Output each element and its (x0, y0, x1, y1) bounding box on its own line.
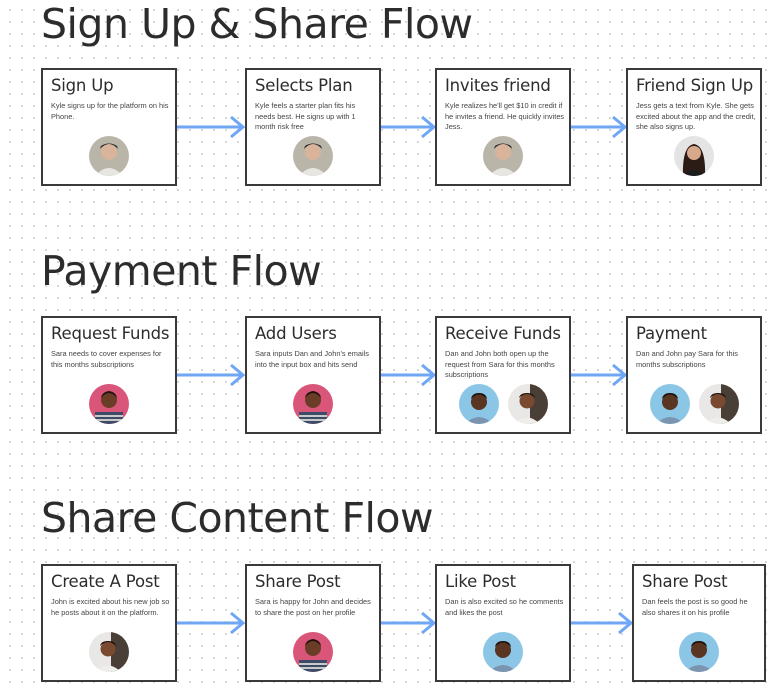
section-title-share-content: Share Content Flow (41, 494, 434, 542)
card-title: Invites friend (445, 76, 551, 95)
card-title: Request Funds (51, 324, 170, 343)
flow-arrow-icon (571, 363, 627, 387)
flow-card-friend-sign-up[interactable]: Friend Sign Up Jess gets a text from Kyl… (626, 68, 762, 186)
card-title: Create A Post (51, 572, 160, 591)
section-title-payment: Payment Flow (41, 247, 322, 295)
card-description: Jess gets a text from Kyle. She gets exc… (636, 101, 756, 131)
card-description: Sara needs to cover expenses for this mo… (51, 349, 162, 369)
card-title: Receive Funds (445, 324, 561, 343)
avatar-dan (649, 384, 690, 424)
flow-card-share-post-dan[interactable]: Share Post Dan feels the post is so good… (632, 564, 766, 682)
card-title: Payment (636, 324, 707, 343)
card-title: Share Post (642, 572, 728, 591)
flow-card-selects-plan[interactable]: Selects Plan Kyle feels a starter plan f… (245, 68, 381, 186)
card-description: Sara is happy for John and decides to sh… (255, 597, 371, 617)
flow-card-receive-funds[interactable]: Receive Funds Dan and John both open up … (435, 316, 571, 434)
flow-arrow-icon (381, 611, 436, 635)
avatar-sara (293, 384, 333, 424)
card-title: Like Post (445, 572, 516, 591)
card-description: Dan and John both open up the request fr… (445, 349, 555, 379)
avatar-sara (293, 632, 333, 672)
card-description: Dan feels the post is so good he also sh… (642, 597, 748, 617)
avatar-kyle (483, 136, 523, 176)
avatar-sara (89, 384, 129, 424)
card-title: Friend Sign Up (636, 76, 753, 95)
avatar-john (507, 384, 548, 424)
card-description: Kyle realizes he'll get $10 in credit if… (445, 101, 565, 131)
avatar-dan (458, 384, 499, 424)
card-description: Dan is also excited so he comments and l… (445, 597, 564, 617)
avatar-kyle (89, 136, 129, 176)
flow-card-request-funds[interactable]: Request Funds Sara needs to cover expens… (41, 316, 177, 434)
card-title: Share Post (255, 572, 341, 591)
flow-arrow-icon (381, 363, 436, 387)
flow-card-add-users[interactable]: Add Users Sara inputs Dan and John's ema… (245, 316, 381, 434)
flow-card-payment[interactable]: Payment Dan and John pay Sara for this m… (626, 316, 762, 434)
avatar-john (89, 632, 129, 672)
card-description: Kyle feels a starter plan fits his needs… (255, 101, 356, 131)
card-description: Dan and John pay Sara for this months su… (636, 349, 738, 369)
avatar-kyle (293, 136, 333, 176)
flow-arrow-icon (381, 115, 436, 139)
avatar-dan (679, 632, 719, 672)
card-title: Add Users (255, 324, 337, 343)
flow-arrow-icon (571, 115, 627, 139)
avatar-dan (483, 632, 523, 672)
flow-arrow-icon (177, 611, 245, 635)
flow-arrow-icon (177, 363, 245, 387)
flow-card-like-post[interactable]: Like Post Dan is also excited so he comm… (435, 564, 571, 682)
flow-card-invites-friend[interactable]: Invites friend Kyle realizes he'll get $… (435, 68, 571, 186)
avatar-jess (674, 136, 714, 176)
avatar-john (698, 384, 739, 424)
section-title-signup-share: Sign Up & Share Flow (41, 0, 473, 48)
flow-card-share-post-sara[interactable]: Share Post Sara is happy for John and de… (245, 564, 381, 682)
card-title: Selects Plan (255, 76, 353, 95)
flow-card-sign-up[interactable]: Sign Up Kyle signs up for the platform o… (41, 68, 177, 186)
card-title: Sign Up (51, 76, 114, 95)
flow-card-create-post[interactable]: Create A Post John is excited about his … (41, 564, 177, 682)
card-description: John is excited about his new job so he … (51, 597, 170, 617)
card-description: Kyle signs up for the platform on his Ph… (51, 101, 169, 121)
flow-arrow-icon (177, 115, 245, 139)
flow-arrow-icon (571, 611, 633, 635)
card-description: Sara inputs Dan and John's emails into t… (255, 349, 369, 369)
